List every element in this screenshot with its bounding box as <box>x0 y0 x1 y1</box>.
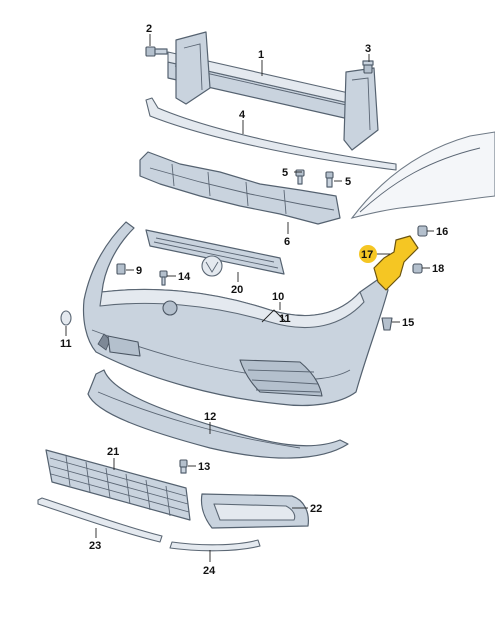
part-13-bolt <box>179 459 188 474</box>
callout-18: 18 <box>432 263 444 275</box>
part-12-lower-spoiler <box>87 369 349 459</box>
callout-17-bubble <box>359 245 377 263</box>
part-20-grille <box>145 229 285 277</box>
part-18-nut <box>412 263 423 274</box>
part-16-clip <box>417 225 428 237</box>
part-22-fog-trim <box>200 493 309 529</box>
callout-5a: 5 <box>282 167 288 179</box>
callout-3: 3 <box>365 43 371 55</box>
part-17-bracket <box>373 235 419 291</box>
part-11-cap <box>60 310 72 326</box>
callout-9: 9 <box>136 265 142 277</box>
part-2-bolt <box>145 46 168 57</box>
part-5-clip-a <box>295 169 305 185</box>
callout-24: 24 <box>203 565 216 577</box>
part-6-absorber <box>139 151 341 225</box>
callout-5b: 5 <box>345 176 351 188</box>
callout-12: 12 <box>204 411 216 423</box>
callout-21: 21 <box>107 446 119 458</box>
leader-lines <box>65 34 434 562</box>
part-9-clip <box>116 263 126 275</box>
callout-15: 15 <box>402 317 414 329</box>
callout-23: 23 <box>89 540 101 552</box>
part-5-clip-b <box>325 171 334 188</box>
part-1-bumper-reinforcement <box>167 31 379 151</box>
part-14-bolt <box>159 270 168 286</box>
callout-10: 10 <box>272 291 284 303</box>
callout-16: 16 <box>436 226 448 238</box>
fender <box>350 131 495 219</box>
callout-6: 6 <box>284 236 290 248</box>
callout-1: 1 <box>258 49 264 61</box>
part-21-lower-grille <box>45 449 191 521</box>
callout-13: 13 <box>198 461 210 473</box>
callout-11a: 11 <box>60 338 72 350</box>
part-4-strip <box>145 97 397 171</box>
part-3-bolt <box>362 60 374 74</box>
callouts: 1 2 3 4 5 5 6 9 14 20 10 11 11 15 16 18 … <box>60 23 448 577</box>
part-23-strip <box>37 497 163 543</box>
callout-14: 14 <box>178 271 191 283</box>
callout-22: 22 <box>310 503 322 515</box>
bumper-cover <box>82 221 389 407</box>
callout-20: 20 <box>231 284 243 296</box>
part-15-clip <box>381 317 393 331</box>
callout-17: 17 <box>361 249 373 261</box>
part-24-strip <box>169 539 261 552</box>
callout-4: 4 <box>239 109 246 121</box>
callout-2: 2 <box>146 23 152 35</box>
callout-11b: 11 <box>279 313 291 325</box>
